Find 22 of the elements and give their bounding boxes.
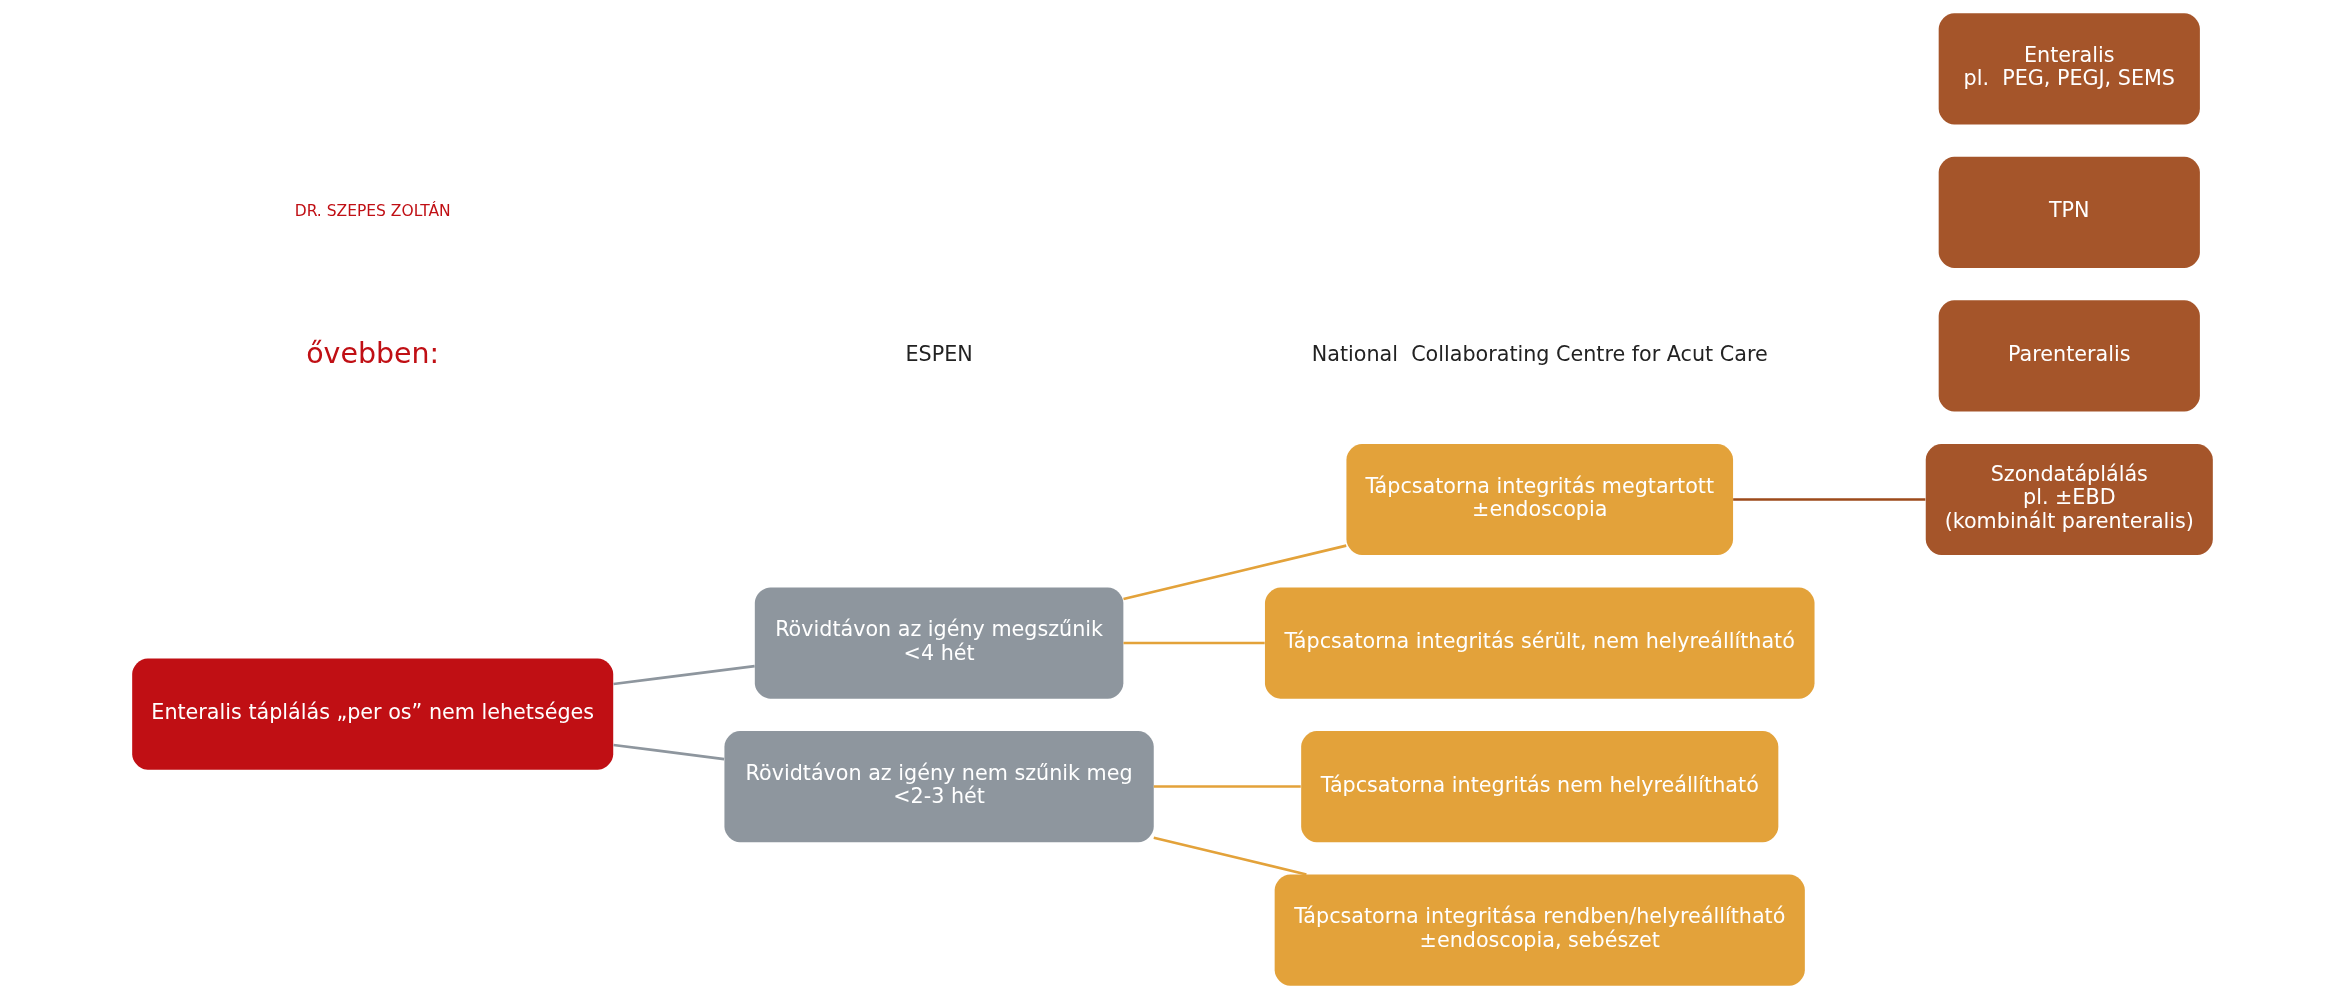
node-box: Parenteralis [1938,300,2200,412]
connector [1153,785,1301,788]
label: National Collaborating Centre for Acut Care [1311,341,1768,366]
label: DR. SZEPES ZOLTÁN [294,202,451,221]
node-box: Enteralis táplálás „per os” nem lehetséges [131,658,613,770]
connector [612,743,724,761]
node-box: TPN [1938,156,2200,269]
node-box: Szondatáplálás pl. ±EBD (kombinált parenteralis) [1925,443,2213,556]
node-box: Tápcsatorna integritás sérült, nem helyreállítható [1264,587,1815,699]
node-box: Tápcsatorna integritás megtartott ±endoscopia [1345,443,1733,556]
connector [1732,498,1925,501]
node-box: Tápcsatorna integritása rendben/helyreállítható ±endoscopia, sebészet [1274,874,1805,986]
connector [1122,544,1347,601]
connector [612,664,755,686]
node-box: Rövidtávon az igény megszűnik <4 hét [754,587,1123,699]
connector [1152,836,1307,876]
label: ESPEN [904,341,973,366]
node-box: Rövidtávon az igény nem szűnik meg <2-3 hét [723,730,1154,843]
label: ővebben: [305,337,439,371]
connector [1123,641,1265,645]
node-box: Tápcsatorna integritás nem helyreállítható [1300,730,1778,843]
node-box: Enteralis pl. PEG, PEGJ, SEMS [1938,13,2200,125]
